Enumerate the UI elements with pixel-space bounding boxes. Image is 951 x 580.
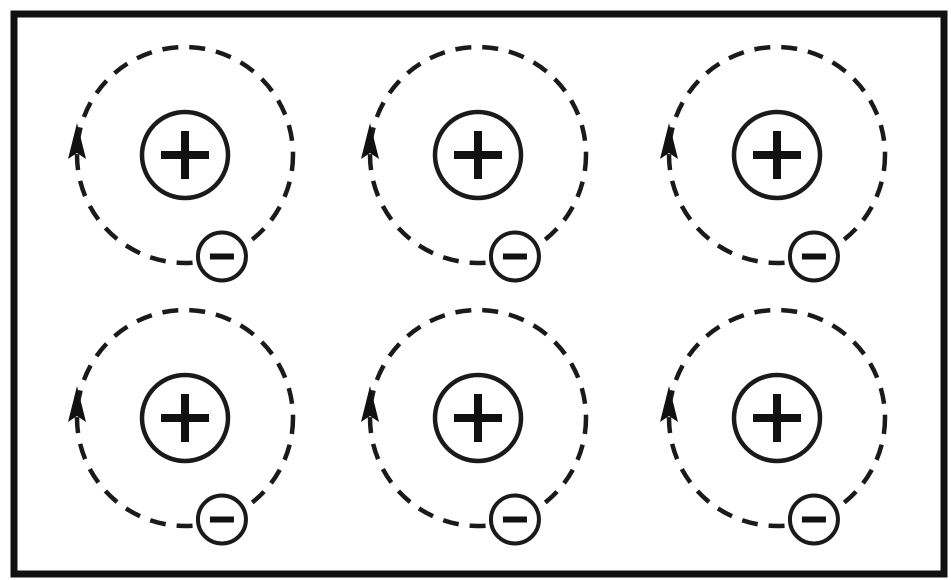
atom [68, 47, 293, 280]
arrowhead-up-icon [361, 386, 379, 422]
atom [660, 47, 885, 280]
diagram-frame [14, 14, 944, 574]
atoms-layer [68, 47, 885, 543]
atom [68, 310, 293, 543]
atom [361, 47, 586, 280]
arrowhead-up-icon [660, 386, 678, 422]
arrowhead-up-icon [361, 123, 379, 159]
arrowhead-up-icon [660, 123, 678, 159]
arrowhead-up-icon [68, 386, 86, 422]
atom [660, 310, 885, 543]
atom [361, 310, 586, 543]
arrowhead-up-icon [68, 123, 86, 159]
